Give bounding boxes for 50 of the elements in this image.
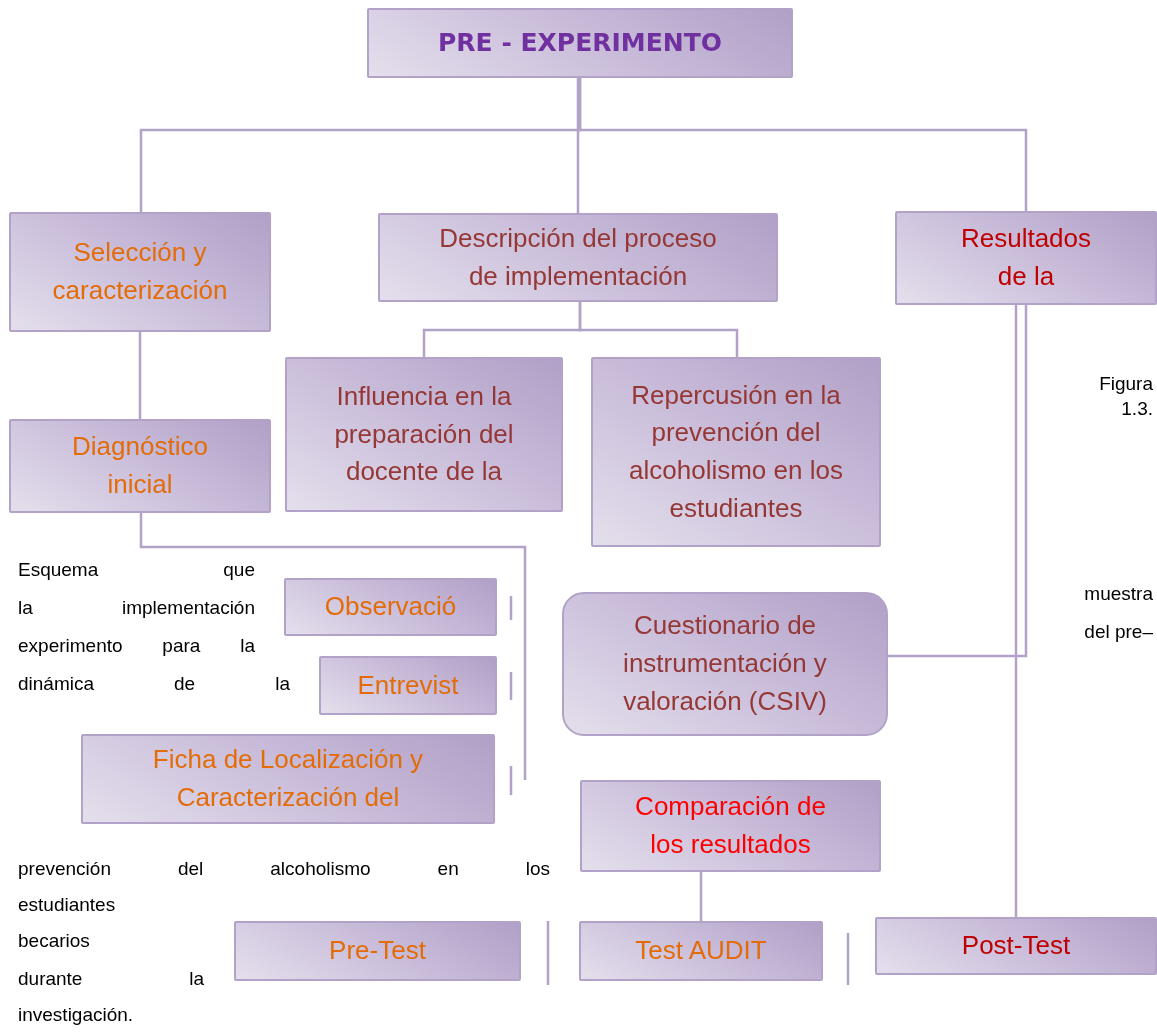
box-text: Comparación de los resultados	[634, 790, 827, 861]
connector-line	[888, 305, 1028, 658]
box-text: Pre-Test	[328, 934, 427, 968]
process-box	[9, 419, 271, 513]
process-box	[875, 917, 1157, 975]
connector-line	[578, 302, 739, 357]
caption-text: muestra	[1083, 582, 1153, 606]
caption-text: investigación.	[18, 1003, 135, 1027]
process-box	[895, 211, 1157, 305]
caption-text: Esquema que	[18, 558, 255, 582]
process-box	[580, 780, 881, 872]
connector-line	[699, 872, 703, 921]
process-box	[579, 921, 823, 981]
box-text: Selección y caracterización	[51, 236, 229, 307]
process-box	[9, 212, 271, 332]
caption-text: Figura 1.3.	[1098, 372, 1153, 421]
connector-line	[139, 513, 527, 780]
process-box	[285, 357, 563, 512]
caption-text: durante la	[18, 967, 204, 991]
process-box	[284, 578, 497, 636]
connector-line	[578, 78, 1028, 211]
process-box	[378, 213, 778, 302]
caption-text: la implementación	[18, 596, 255, 620]
box-text: PRE - EXPERIMENTO	[437, 26, 723, 59]
box-text: Descripción del proceso de implementación	[438, 221, 718, 293]
connector-line	[576, 78, 580, 213]
box-text: Observació	[323, 590, 458, 624]
process-box	[591, 357, 881, 547]
process-box	[562, 592, 888, 736]
caption-text: del pre–	[1083, 620, 1153, 644]
box-text: Diagnóstico inicial	[71, 430, 209, 501]
connector-line	[1014, 305, 1018, 917]
caption-text: prevención del alcoholismo en los	[18, 857, 550, 881]
box-text: Entrevist	[356, 668, 460, 702]
process-box	[319, 656, 497, 715]
caption-text: dinámica de la	[18, 672, 290, 696]
box-text: Ficha de Localización y Caracterización del	[151, 743, 425, 814]
box-text: Influencia en la preparación del docente de la	[333, 379, 515, 489]
caption-text: becarios	[18, 929, 91, 953]
box-text: Test AUDIT	[634, 934, 768, 968]
box-text: Resultados de la	[959, 222, 1093, 293]
caption-text: experimento para la	[18, 634, 255, 658]
process-box	[81, 734, 495, 824]
box-text: Post-Test	[960, 929, 1072, 963]
caption-text: estudiantes	[18, 893, 117, 917]
process-box	[234, 921, 521, 981]
title-box	[367, 8, 793, 78]
connector-line	[138, 332, 142, 419]
box-text: Cuestionario de instrumentación y valoración (CSIV)	[622, 609, 828, 718]
box-text: Repercusión en la prevención del alcoholismo en los estudiantes	[628, 378, 844, 525]
